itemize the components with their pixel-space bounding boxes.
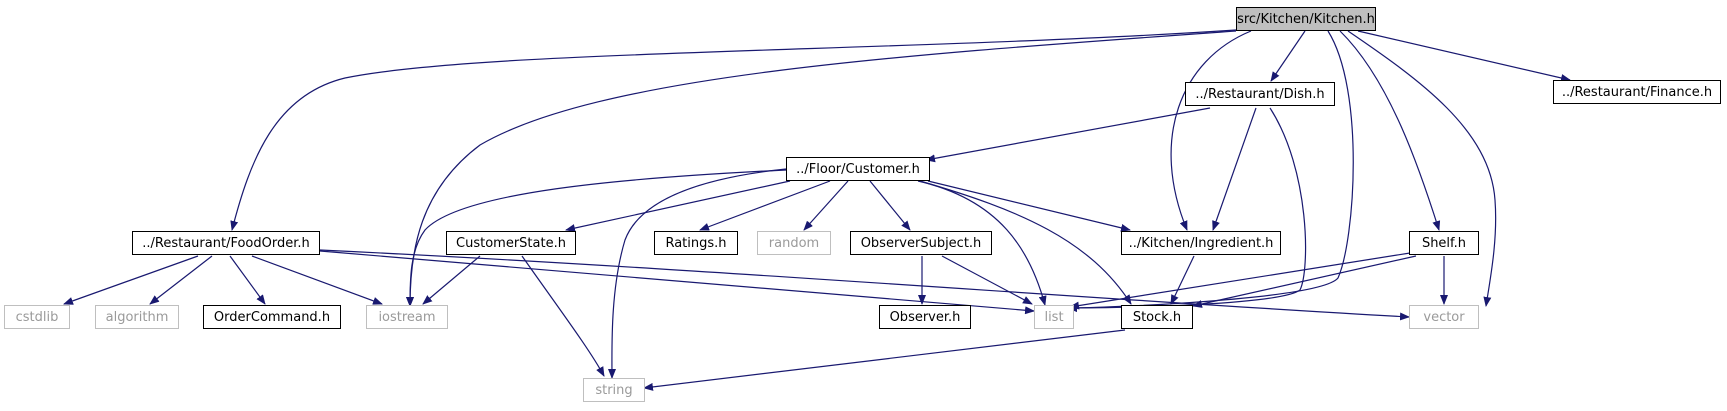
edge-observersubject-list <box>941 255 1033 305</box>
node-dish[interactable]: ../Restaurant/Dish.h <box>1185 82 1335 106</box>
edge-shelf-stock <box>1192 255 1417 308</box>
node-ratings[interactable]: Ratings.h <box>654 231 738 255</box>
node-algorithm: algorithm <box>95 305 179 329</box>
edge-kitchen-vector <box>1347 30 1497 307</box>
edge-dish-list <box>1067 107 1307 312</box>
edge-customer-ratings <box>699 180 831 231</box>
edge-customerstate-iostream <box>422 255 481 305</box>
edge-ingredient-stock <box>1170 255 1195 305</box>
edge-dish-ingredient <box>1212 107 1257 231</box>
node-foodorder[interactable]: ../Restaurant/FoodOrder.h <box>132 231 320 255</box>
edge-kitchen-foodorder <box>230 29 1237 231</box>
node-ingredient[interactable]: ../Kitchen/Ingredient.h <box>1121 231 1281 255</box>
node-kitchen: src/Kitchen/Kitchen.h <box>1236 7 1376 31</box>
node-shelf[interactable]: Shelf.h <box>1409 231 1479 255</box>
node-random: random <box>757 231 831 255</box>
edge-kitchen-shelf <box>1339 30 1441 231</box>
edge-customer-customerstate <box>565 180 791 232</box>
edge-kitchen-iostream <box>406 30 1237 307</box>
edge-stock-string <box>643 329 1126 391</box>
edge-foodorder-ordercommand <box>229 255 266 305</box>
node-list: list <box>1034 305 1074 329</box>
edges <box>63 29 1571 391</box>
node-vector: vector <box>1409 305 1479 329</box>
edge-customer-observersubject <box>869 180 911 231</box>
edge-dish-customer <box>925 107 1211 163</box>
node-observer[interactable]: Observer.h <box>879 305 971 329</box>
node-cstdlib: cstdlib <box>4 305 70 329</box>
edge-kitchen-ingredient <box>1170 30 1252 231</box>
edge-foodorder-cstdlib <box>63 255 199 305</box>
node-iostream: iostream <box>366 305 448 329</box>
node-string: string <box>583 378 645 402</box>
edge-customer-string <box>607 168 787 379</box>
node-ordercommand[interactable]: OrderCommand.h <box>203 305 341 329</box>
edge-customerstate-string <box>521 255 605 377</box>
edge-customer-stock <box>919 180 1132 305</box>
node-customer[interactable]: ../Floor/Customer.h <box>786 157 930 181</box>
edge-foodorder-list <box>319 250 1035 315</box>
edge-foodorder-algorithm <box>149 255 213 305</box>
edge-customer-iostream <box>406 169 787 307</box>
edge-kitchen-finance <box>1357 30 1571 82</box>
edge-foodorder-vector <box>319 249 1410 321</box>
node-stock[interactable]: Stock.h <box>1121 305 1193 329</box>
edge-kitchen-list <box>1067 30 1354 312</box>
node-customerstate[interactable]: CustomerState.h <box>446 231 576 255</box>
node-finance[interactable]: ../Restaurant/Finance.h <box>1553 80 1721 104</box>
edge-shelf-list <box>1069 252 1411 310</box>
edge-foodorder-iostream <box>251 255 383 305</box>
edge-customer-random <box>803 180 849 231</box>
edge-customer-ingredient <box>927 180 1131 232</box>
node-observersubject[interactable]: ObserverSubject.h <box>850 231 992 255</box>
edge-kitchen-dish <box>1270 30 1306 82</box>
